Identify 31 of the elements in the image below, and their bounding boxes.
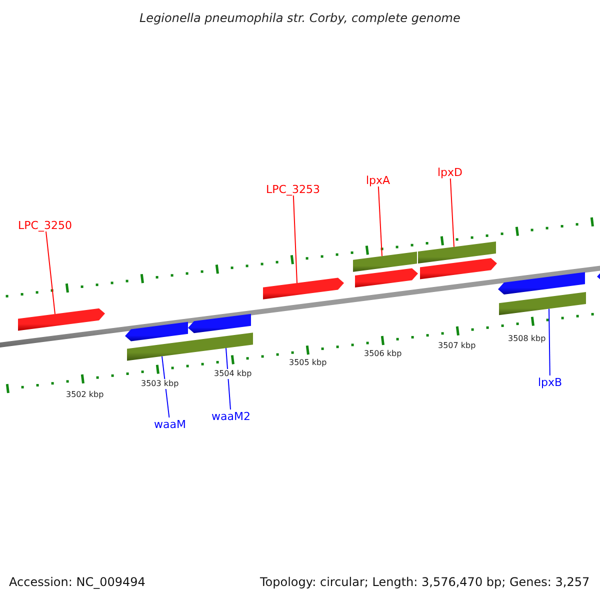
leader-line [292,195,298,284]
accession-text: Accession: NC_009494 [9,575,146,590]
title: Legionella pneumophila str. Corby, complete genome [140,11,460,26]
gene-feature [125,322,188,342]
scale-label: 3508 kbp [507,334,547,344]
gene-feature [498,272,585,294]
scale-label: 3503 kbp [140,379,180,389]
gene-label: waaM2 [212,410,250,423]
gene-feature [263,278,344,300]
gene-label: lpxA [366,174,390,187]
gene-bar [499,292,586,316]
scale-label: 3507 kbp [437,341,477,351]
gene-label: LPC_3253 [266,182,320,196]
gene-label: lpxB [538,376,562,389]
gene-feature [355,268,418,288]
genome-stats: Topology: circular; Length: 3,576,470 bp; Genes: 3,257 [260,575,590,590]
gene-feature [420,258,497,280]
leader-line [378,186,382,257]
gene-label: lpxD [438,166,463,179]
leader-line [450,178,454,248]
scale-label: 3506 kbp [363,349,403,359]
gene-bar [418,242,496,264]
scale-label: 3504 kbp [213,369,253,379]
scale-label: 3505 kbp [288,358,328,368]
gene-bar [353,252,417,272]
gene-label: LPC_3250 [18,218,72,232]
leader-line [548,308,550,376]
scale-label: 3502 kbp [65,390,105,400]
gene-label: waaM [154,418,186,431]
leader-line [46,231,56,314]
gene-feature [18,308,105,331]
